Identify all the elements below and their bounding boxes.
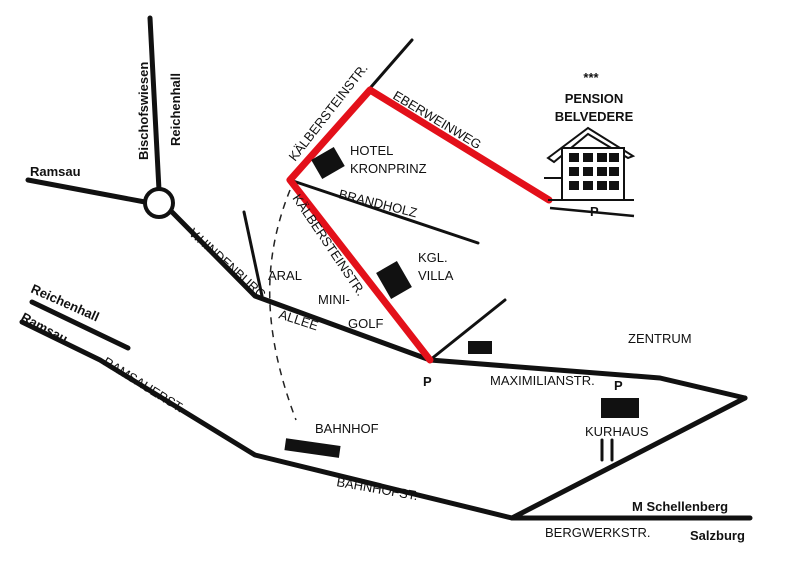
buildings	[284, 146, 639, 458]
label-hotel-line2: KRONPRINZ	[350, 161, 427, 176]
label-aral: ARAL	[268, 268, 302, 283]
label-parking-pension: P	[590, 204, 599, 219]
label-kgl-line2: VILLA	[418, 268, 454, 283]
label-ramsau-top: Ramsau	[30, 164, 81, 179]
label-parking-kurhaus: P	[614, 378, 623, 393]
label-bahnhofstr: BAHNHOFST.	[335, 474, 419, 503]
pension-stars: ***	[583, 70, 599, 85]
label-brandholz: BRANDHOLZ	[337, 186, 418, 220]
building-icon	[376, 261, 412, 299]
label-hindenburg: V.HINDENBURG	[186, 225, 269, 302]
label-reichenhall-top: Reichenhall	[168, 73, 183, 146]
road-ramsauerstr	[19, 319, 515, 521]
railway-line	[269, 189, 297, 421]
label-ramsauerstr: RAMSAUERST.	[100, 354, 186, 416]
road-maximilianstr	[427, 357, 748, 401]
label-eberweinweg: EBERWEINWEG	[390, 88, 484, 152]
label-hotel-line1: HOTEL	[350, 143, 393, 158]
building-icon	[311, 146, 345, 180]
building-icon	[468, 341, 492, 354]
road-kurhaus-loop	[509, 395, 748, 521]
label-bahnhof: BAHNHOF	[315, 421, 379, 436]
road-bischofswiesen	[147, 15, 162, 193]
pension-name-line1: PENSION	[565, 91, 624, 106]
pension-name-line2: BELVEDERE	[555, 109, 634, 124]
road-side-north	[428, 298, 507, 362]
label-mini: MINI-	[318, 292, 350, 307]
roundabout-icon	[143, 187, 175, 219]
label-schellenberg: M Schellenberg	[632, 499, 728, 514]
road-reichenhall-left	[29, 299, 131, 351]
house-icon	[544, 126, 636, 218]
route-to-pension	[286, 86, 553, 364]
road-aral	[242, 210, 264, 298]
label-bergwerkstr: BERGWERKSTR.	[545, 525, 650, 540]
label-parking-center: P	[423, 374, 432, 389]
label-kurhaus: KURHAUS	[585, 424, 649, 439]
label-golf: GOLF	[348, 316, 383, 331]
road-hindenburg-allee	[169, 209, 433, 363]
road-brandholz	[288, 178, 480, 245]
label-maximilianstr: MAXIMILIANSTR.	[490, 373, 595, 388]
building-icon	[601, 398, 639, 418]
label-kgl-line1: KGL.	[418, 250, 448, 265]
road-ramsau-top	[25, 177, 148, 205]
label-bischofswiesen: Bischofswiesen	[136, 62, 151, 160]
label-salzburg: Salzburg	[690, 528, 745, 543]
label-zentrum: ZENTRUM	[628, 331, 692, 346]
building-icon	[284, 438, 341, 458]
